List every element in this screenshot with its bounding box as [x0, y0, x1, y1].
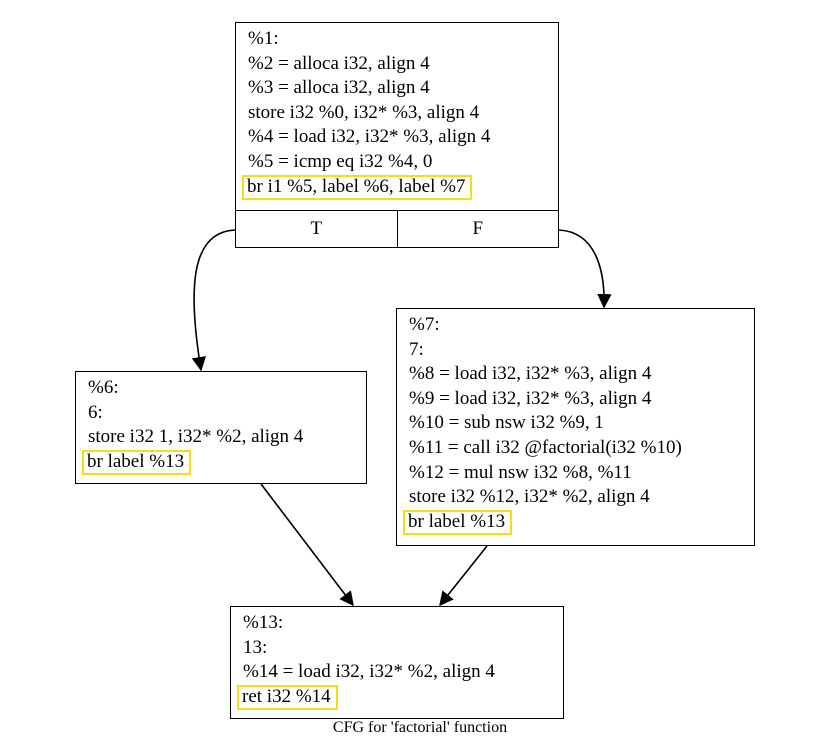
ir-line: %8 = load i32, i32* %3, align 4 — [409, 363, 652, 385]
ir-line: store i32 %0, i32* %3, align 4 — [248, 101, 480, 123]
terminator-highlight: ret i32 %14 — [237, 684, 338, 710]
terminator-highlight: br i1 %5, label %6, label %7 — [242, 174, 473, 200]
ir-line: %12 = mul nsw i32 %8, %11 — [409, 461, 632, 483]
ir-line: %10 = sub nsw i32 %9, 1 — [409, 412, 604, 434]
ir-line: 6: — [88, 401, 103, 423]
ir-line: %2 = alloca i32, align 4 — [248, 52, 430, 74]
edge-false-entry-to-block7 — [558, 229, 612, 309]
edge-block6-to-block13 — [260, 483, 354, 607]
terminator-highlight: br label %13 — [403, 509, 513, 535]
ir-line: %9 = load i32, i32* %3, align 4 — [409, 387, 652, 409]
cfg-node-entry-body: %1: %2 = alloca i32, align 4 %3 = alloca… — [236, 23, 558, 200]
ir-line: %14 = load i32, i32* %2, align 4 — [243, 661, 495, 683]
ir-line: store i32 1, i32* %2, align 4 — [88, 426, 304, 448]
branch-false-port: F — [396, 211, 559, 247]
ir-terminator-line: ret i32 %14 — [237, 684, 563, 710]
ir-line: %13: — [243, 612, 284, 633]
branch-ports: T F — [236, 210, 558, 247]
ir-line: store i32 %12, i32* %2, align 4 — [409, 486, 650, 508]
ir-terminator-line: br i1 %5, label %6, label %7 — [242, 174, 558, 200]
ir-terminator-line: br label %13 — [82, 449, 366, 475]
terminator-highlight: br label %13 — [82, 449, 192, 475]
branch-true-port: T — [310, 218, 323, 239]
cfg-node-block7-body: %7: 7: %8 = load i32, i32* %3, align 4 %… — [397, 309, 754, 535]
ir-line: 13: — [243, 636, 268, 658]
cfg-node-block13: %13: 13: %14 = load i32, i32* %2, align … — [230, 606, 564, 719]
cfg-node-block6-body: %6: 6: store i32 1, i32* %2, align 4 br … — [76, 372, 366, 475]
cfg-node-block13-body: %13: 13: %14 = load i32, i32* %2, align … — [231, 607, 563, 710]
ir-line: 7: — [409, 338, 424, 360]
cfg-node-block6: %6: 6: store i32 1, i32* %2, align 4 br … — [75, 371, 367, 484]
ir-line: %1: — [248, 28, 279, 49]
edge-true-entry-to-block6 — [191, 229, 236, 372]
ir-line: %3 = alloca i32, align 4 — [248, 77, 430, 99]
ir-line: %7: — [409, 314, 440, 335]
cfg-node-entry: %1: %2 = alloca i32, align 4 %3 = alloca… — [235, 22, 559, 248]
ir-line: %5 = icmp eq i32 %4, 0 — [248, 150, 433, 172]
diagram-caption: CFG for 'factorial' function — [332, 719, 508, 736]
edge-block7-to-block13 — [439, 545, 488, 607]
cfg-node-block7: %7: 7: %8 = load i32, i32* %3, align 4 %… — [396, 308, 755, 546]
ir-line: %11 = call i32 @factorial(i32 %10) — [409, 436, 682, 458]
ir-line: %4 = load i32, i32* %3, align 4 — [248, 126, 491, 148]
ir-line: %6: — [88, 377, 119, 398]
ir-terminator-line: br label %13 — [403, 509, 754, 535]
